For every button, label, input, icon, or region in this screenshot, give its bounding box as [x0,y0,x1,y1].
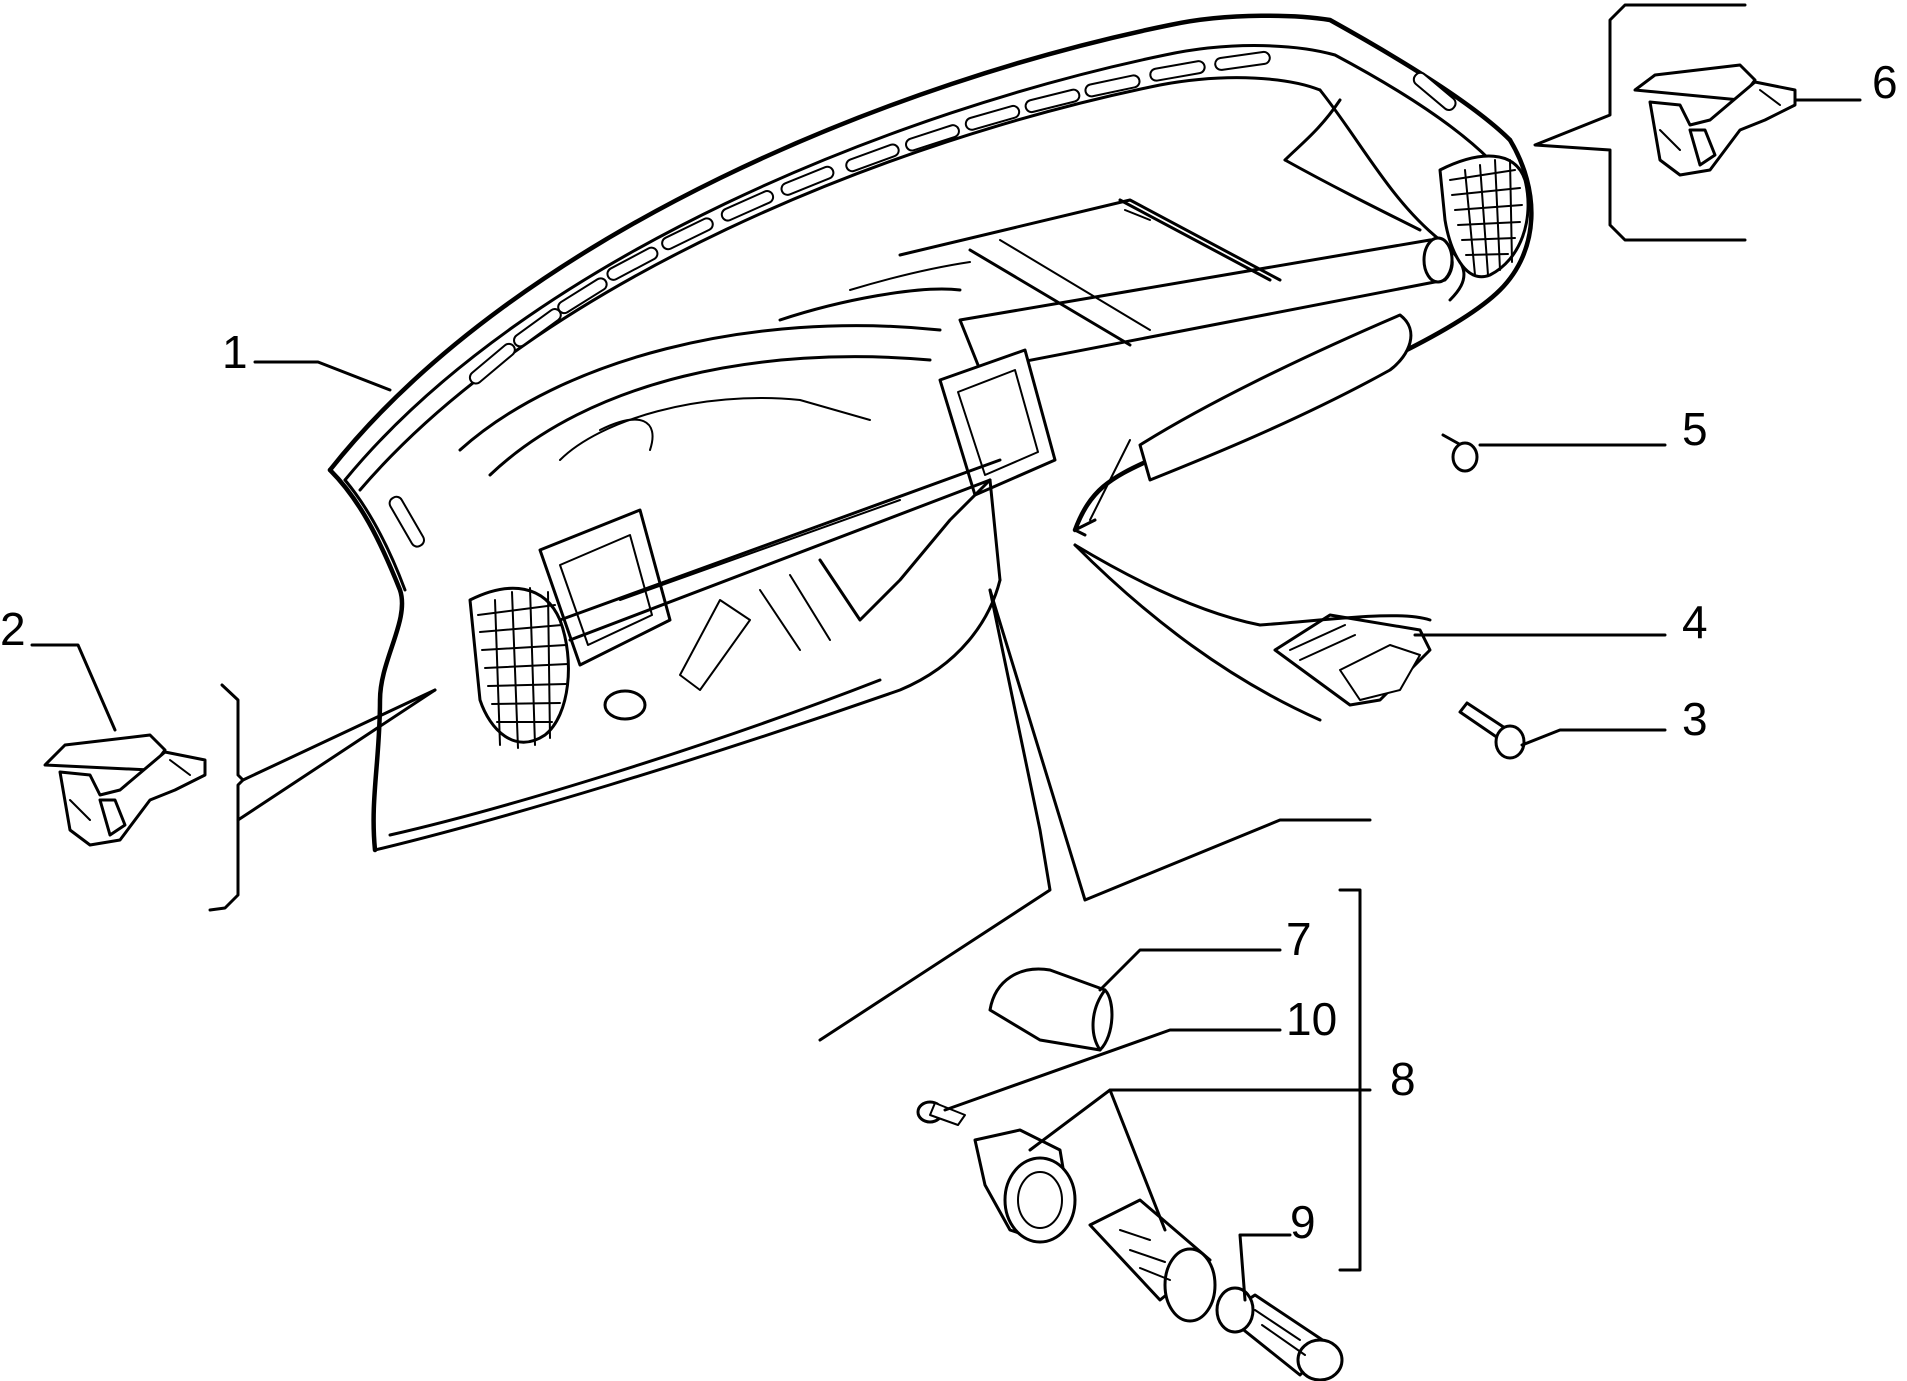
label-part-7: 7 [1286,913,1312,965]
label-part-6: 6 [1872,56,1898,108]
label-part-8: 8 [1390,1053,1416,1105]
label-part-1: 1 [222,326,248,378]
label-part-9: 9 [1290,1196,1316,1248]
dashboard-panel [327,13,1534,853]
lighter-socket-part-8 [973,1128,1217,1323]
center-square-duct [938,348,1057,497]
label-part-3: 3 [1682,693,1708,745]
leader-lines [30,3,1862,1302]
cover-part-7 [988,967,1114,1052]
lighter-plug-part-9 [1215,1286,1344,1381]
handle-part-4 [1273,613,1432,707]
right-air-vent [1438,154,1530,279]
label-part-10: 10 [1286,993,1337,1045]
screw-part-5 [1441,433,1479,473]
left-air-vent [468,586,570,749]
label-part-5: 5 [1682,403,1708,455]
label-part-4: 4 [1682,596,1708,648]
clip-part-2 [43,733,207,847]
crossbar-tube [958,236,1454,372]
clip-part-6 [1633,63,1797,177]
part-number-labels: 1 2 3 4 5 6 7 8 9 10 [0,56,1898,1248]
defroster-slots [388,50,1457,548]
label-part-2: 2 [0,603,26,655]
bulb-part-10 [916,1100,966,1126]
bolt-part-3 [1458,701,1526,760]
